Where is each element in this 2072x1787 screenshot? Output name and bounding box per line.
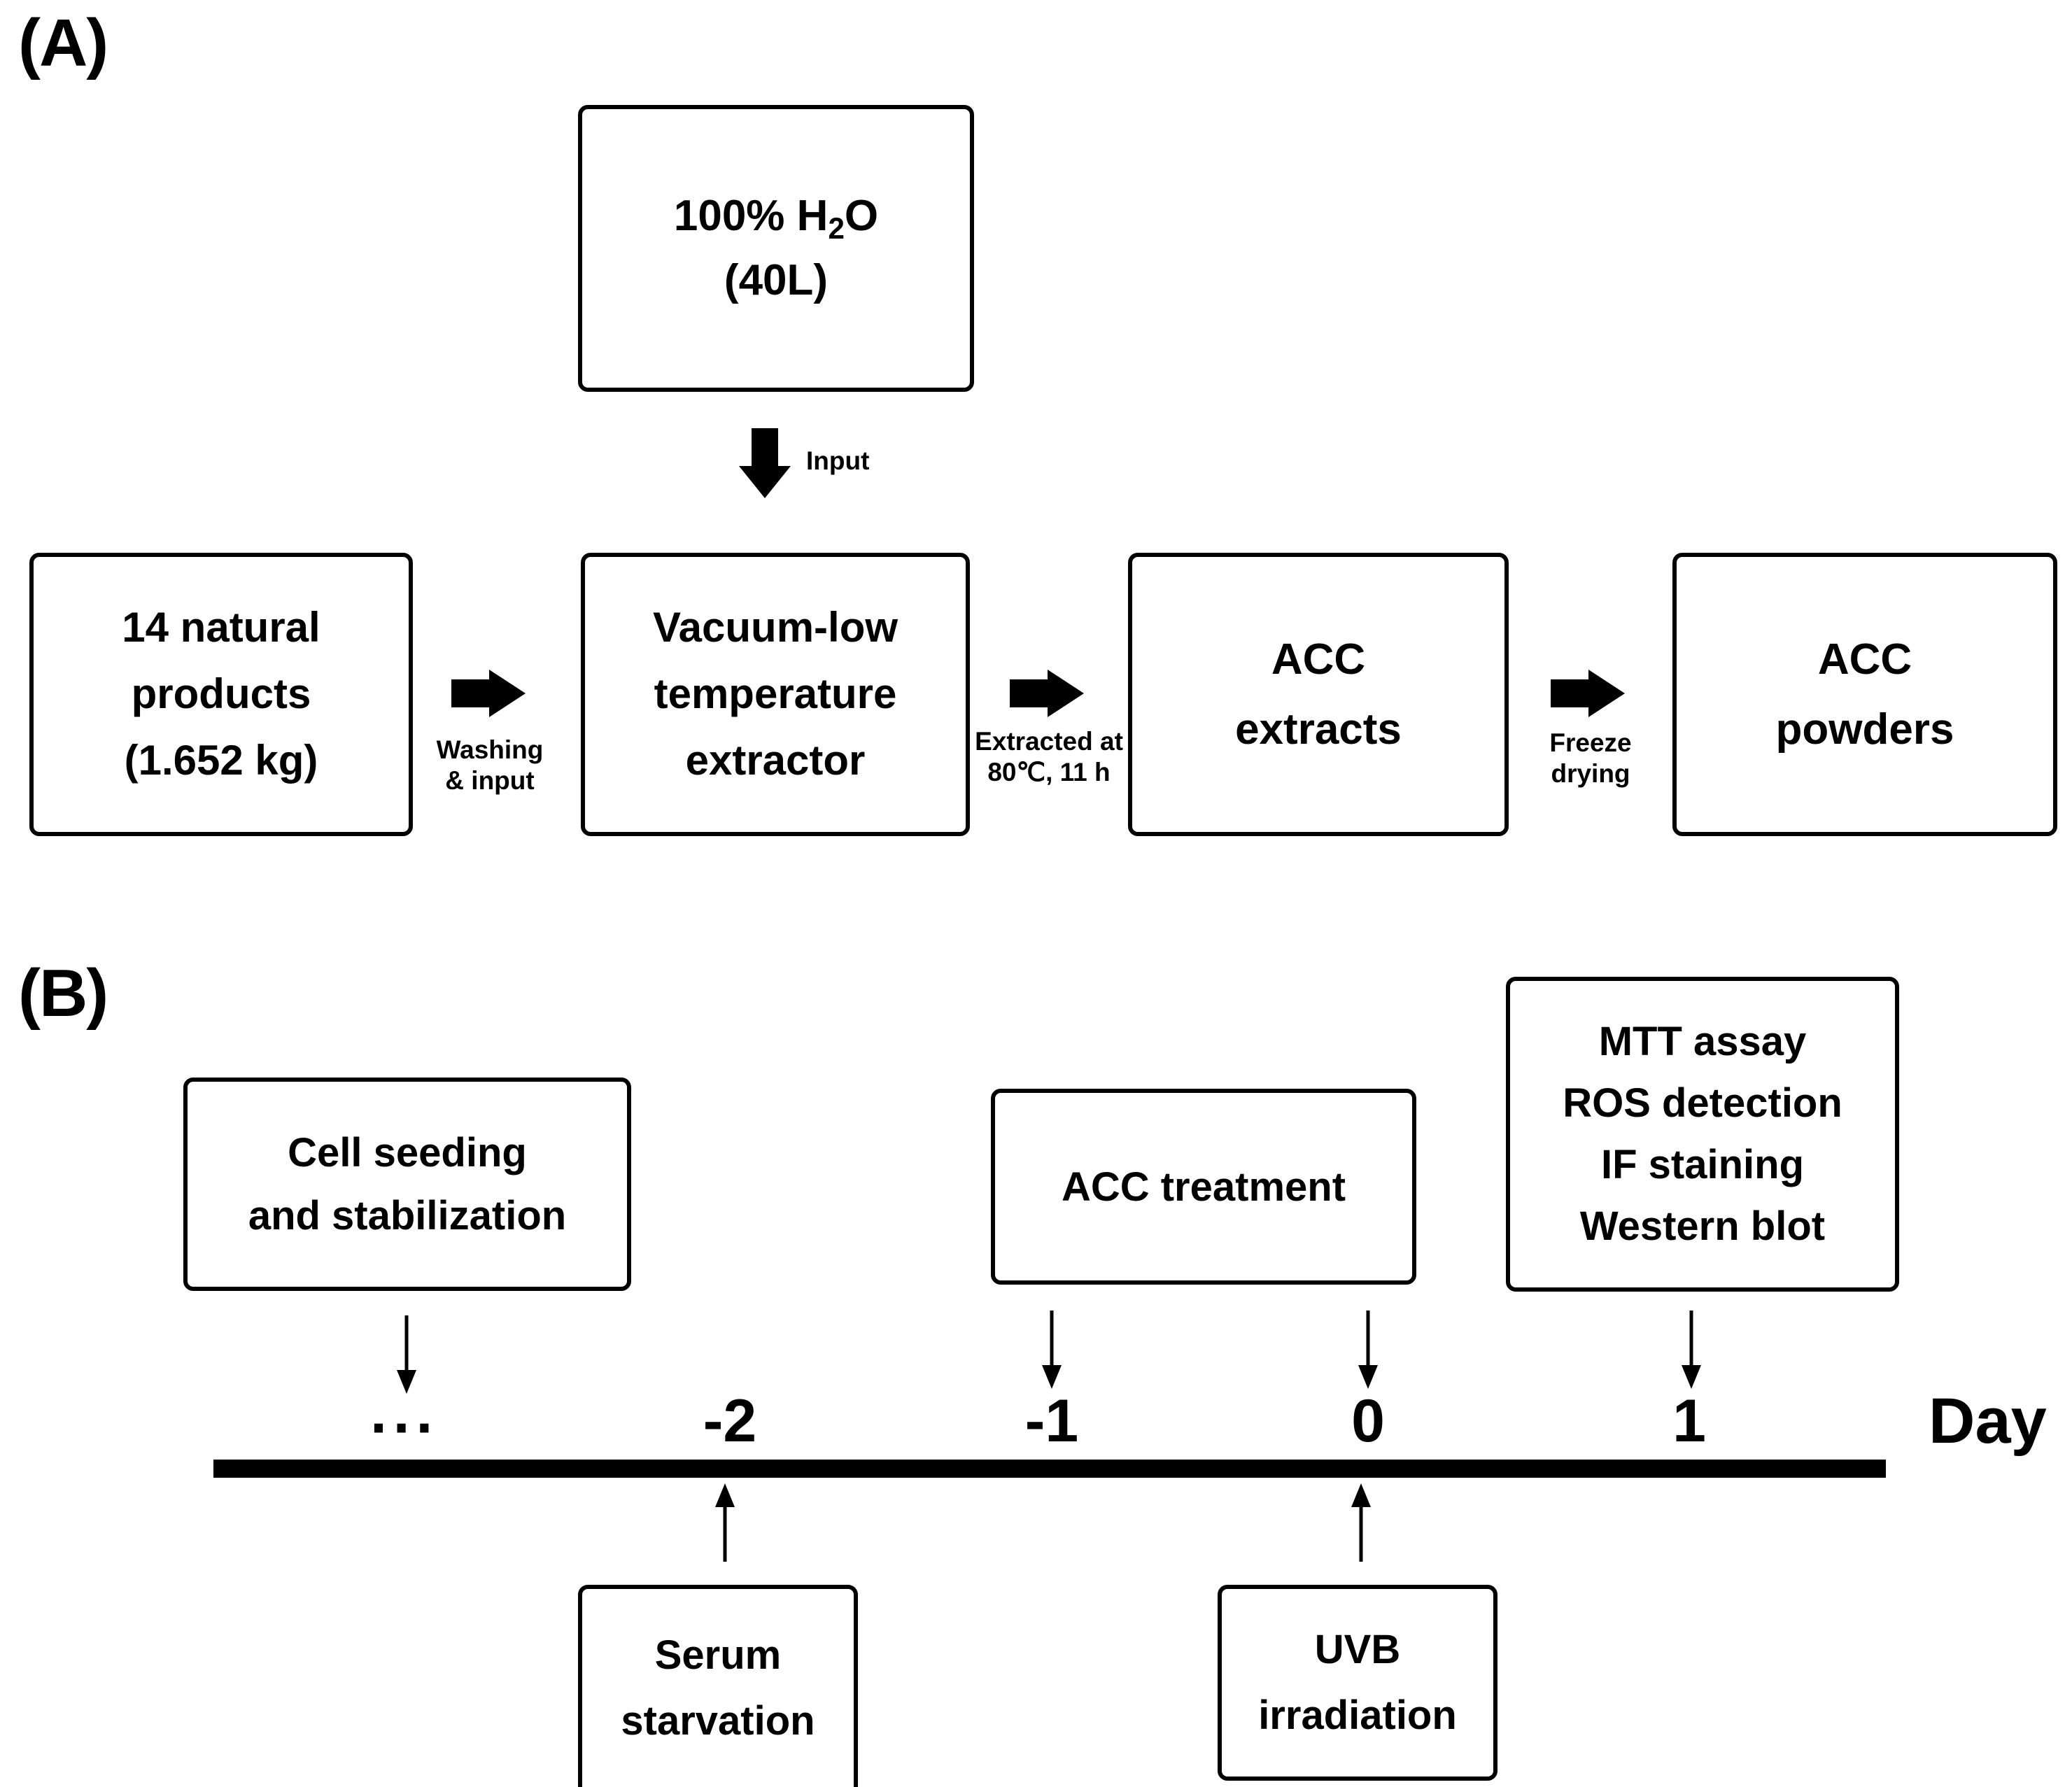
event-box-acc-treatment: ACC treatment (991, 1089, 1416, 1285)
day-zero-arrow-icon (1356, 1311, 1380, 1389)
tick-label-day-minus-2: -2 (703, 1387, 757, 1455)
step-box-natural-products: 14 natural products (1.652 kg) (29, 553, 413, 836)
panel-label-a: (A) (18, 6, 108, 80)
tick-label-day-minus-1: -1 (1024, 1387, 1079, 1455)
extraction-arrow-label: Extracted at 80℃, 11 h (975, 727, 1123, 786)
timeline-ellipsis: ··· (370, 1394, 439, 1462)
cell-seeding-arrow-icon (395, 1315, 418, 1394)
step-box-acc-powders: ACC powders (1672, 553, 2057, 836)
readouts-arrow-icon (1679, 1311, 1703, 1389)
serum-starvation-arrow-icon (713, 1483, 737, 1562)
solvent-line-2: (40L) (724, 255, 829, 304)
event-box-cell-seeding: Cell seeding and stabilization (183, 1078, 631, 1291)
event-box-serum-starvation: Serum starvation (578, 1585, 858, 1787)
step-box-extractor: Vacuum-low temperature extractor (581, 553, 970, 836)
tick-label-day-1: 1 (1672, 1387, 1706, 1455)
uvb-irradiation-arrow-icon (1349, 1483, 1373, 1562)
acc-treatment-arrow-icon (1040, 1311, 1064, 1389)
freeze-drying-arrow-label: Freeze drying (1549, 728, 1632, 788)
solvent-box: 100% H2O (40L) (578, 105, 974, 392)
event-box-uvb-irradiation: UVB irradiation (1218, 1585, 1497, 1781)
step-box-acc-extracts: ACC extracts (1128, 553, 1509, 836)
washing-arrow-label: Washing & input (436, 735, 544, 795)
axis-title-day: Day (1929, 1385, 2047, 1457)
panel-label-b: (B) (18, 956, 108, 1031)
tick-label-day-0: 0 (1351, 1387, 1385, 1455)
timeline-axis (213, 1460, 1886, 1478)
input-arrow-label: Input (806, 446, 870, 475)
event-box-readouts: MTT assay ROS detection IF staining West… (1506, 977, 1899, 1292)
solvent-line-1: 100% H2O (673, 192, 879, 245)
